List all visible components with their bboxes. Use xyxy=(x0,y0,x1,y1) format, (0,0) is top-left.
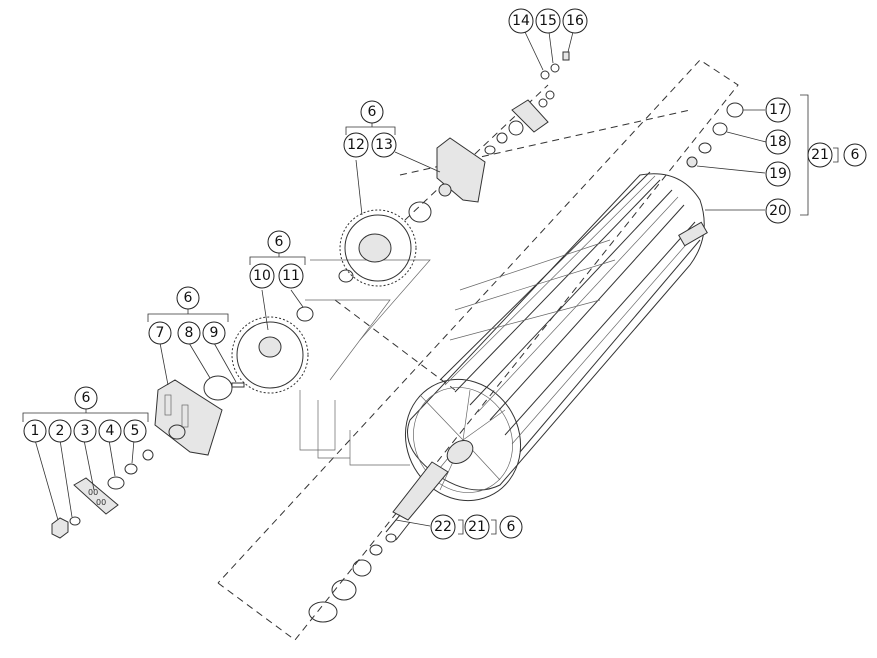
callout-6-label: 6 xyxy=(82,390,91,406)
callout-2: 2 xyxy=(48,419,72,443)
parts-1-to-5: 00 00 xyxy=(51,449,154,539)
callout-19: 19 xyxy=(765,161,791,187)
callout-6-bottom: 6 xyxy=(499,515,523,539)
callout-17: 17 xyxy=(765,97,791,123)
callout-12-label: 12 xyxy=(347,137,365,153)
right-end-parts xyxy=(686,102,744,168)
callout-18: 18 xyxy=(765,129,791,155)
callout-18-label: 18 xyxy=(769,134,787,150)
main-shaft xyxy=(385,461,449,543)
callout-8-label: 8 xyxy=(185,325,194,341)
sprocket-10 xyxy=(231,306,314,394)
projection-lines xyxy=(299,239,616,466)
svg-text:00: 00 xyxy=(88,488,98,497)
bearing-plate-7 xyxy=(154,375,245,456)
callout-19-label: 19 xyxy=(769,166,787,182)
callout-6-label: 6 xyxy=(184,290,193,306)
callout-5-label: 5 xyxy=(131,423,140,439)
sprocket-12 xyxy=(338,201,432,287)
callout-3-label: 3 xyxy=(81,423,90,439)
callout-9-label: 9 xyxy=(210,325,219,341)
callout-9: 9 xyxy=(202,321,226,345)
callout-7: 7 xyxy=(148,321,172,345)
callout-7-label: 7 xyxy=(156,325,165,341)
roller-drum xyxy=(404,171,708,502)
callout-6-label: 6 xyxy=(507,519,516,535)
callout-6-group-2: 6 xyxy=(176,286,200,310)
callout-4: 4 xyxy=(98,419,122,443)
callout-6-label: 6 xyxy=(368,104,377,120)
callout-22: 22 xyxy=(430,514,456,540)
callout-1-label: 1 xyxy=(31,423,40,439)
callout-21-label: 21 xyxy=(811,147,829,163)
callout-1: 1 xyxy=(23,419,47,443)
callout-10-label: 10 xyxy=(253,268,271,284)
callout-22-label: 22 xyxy=(434,519,452,535)
callout-20-label: 20 xyxy=(769,203,787,219)
callout-11-label: 11 xyxy=(282,268,300,284)
callout-2-label: 2 xyxy=(56,423,65,439)
callout-21-label: 21 xyxy=(468,519,486,535)
callout-6-group-4: 6 xyxy=(360,100,384,124)
callout-20: 20 xyxy=(765,198,791,224)
callout-13: 13 xyxy=(371,132,397,158)
callout-17-label: 17 xyxy=(769,102,787,118)
callout-21-bottom: 21 xyxy=(464,514,490,540)
callout-12: 12 xyxy=(343,132,369,158)
callout-16-label: 16 xyxy=(566,13,584,29)
callout-8: 8 xyxy=(177,321,201,345)
callout-10: 10 xyxy=(249,263,275,289)
left-end-rings xyxy=(308,544,383,623)
callout-6-right: 6 xyxy=(843,143,867,167)
callout-13-label: 13 xyxy=(375,137,393,153)
svg-text:00: 00 xyxy=(96,498,106,507)
callout-5: 5 xyxy=(123,419,147,443)
assembly-dashed-outline xyxy=(217,59,739,641)
callout-15: 15 xyxy=(535,8,561,34)
callout-6-group-1: 6 xyxy=(74,386,98,410)
callout-6-label: 6 xyxy=(275,234,284,250)
callout-15-label: 15 xyxy=(539,13,557,29)
callout-21-right: 21 xyxy=(807,142,833,168)
callout-6-label: 6 xyxy=(851,147,860,163)
top-bearing-block xyxy=(436,51,570,203)
callout-4-label: 4 xyxy=(106,423,115,439)
callout-3: 3 xyxy=(73,419,97,443)
callout-16: 16 xyxy=(562,8,588,34)
callout-6-group-3: 6 xyxy=(267,230,291,254)
callout-11: 11 xyxy=(278,263,304,289)
callout-14-label: 14 xyxy=(512,13,530,29)
callout-14: 14 xyxy=(508,8,534,34)
